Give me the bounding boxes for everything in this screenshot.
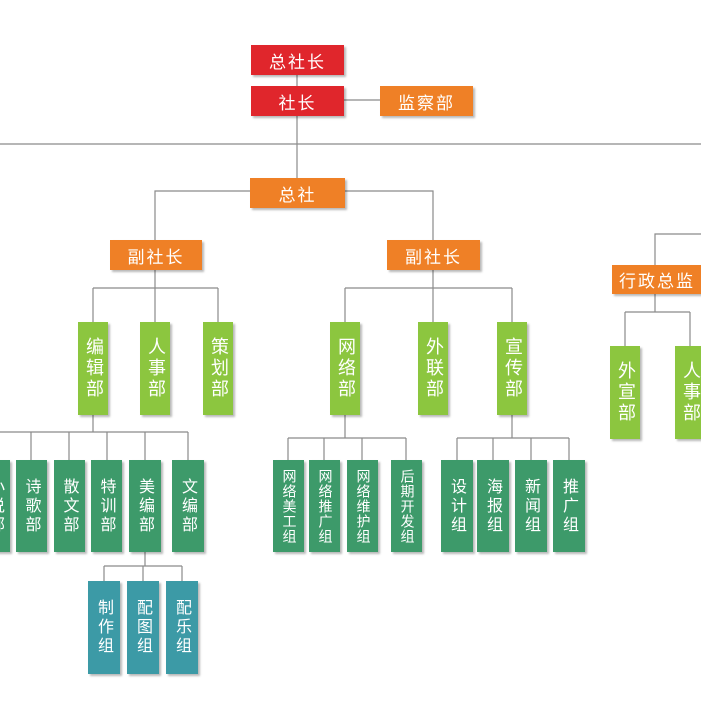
group-fiction: 小说部 bbox=[0, 460, 10, 552]
group-network-promotion: 网络推广组 bbox=[309, 460, 340, 552]
hq-box: 总社 bbox=[250, 178, 345, 208]
dept-personnel-left: 人事部 bbox=[140, 322, 170, 415]
group-text-editing: 文编部 bbox=[172, 460, 204, 552]
dept-external: 外联部 bbox=[418, 322, 448, 415]
group-news: 新闻组 bbox=[515, 460, 547, 552]
vice-president-middle-box: 副社长 bbox=[387, 240, 480, 270]
group-design: 设计组 bbox=[441, 460, 473, 552]
president-box: 总社长 bbox=[251, 45, 344, 75]
dept-external-publicity: 外宣部 bbox=[610, 346, 640, 439]
group-poster: 海报组 bbox=[477, 460, 509, 552]
group-prose: 散文部 bbox=[54, 460, 85, 552]
group-network-art: 网络美工组 bbox=[273, 460, 304, 552]
group-art-editing: 美编部 bbox=[129, 460, 161, 552]
dept-network: 网络部 bbox=[330, 322, 360, 415]
group-promotion: 推广组 bbox=[553, 460, 585, 552]
vice-president-left-box: 副社长 bbox=[110, 240, 202, 270]
dept-personnel-right: 人事部 bbox=[675, 346, 701, 439]
dept-publicity: 宣传部 bbox=[497, 322, 527, 415]
director-box: 社长 bbox=[251, 86, 344, 116]
dept-editorial: 编辑部 bbox=[78, 322, 108, 415]
admin-director-box: 行政总监 bbox=[612, 265, 701, 294]
group-training: 特训部 bbox=[91, 460, 122, 552]
group-production: 制作组 bbox=[88, 581, 120, 674]
group-illustration: 配图组 bbox=[127, 581, 159, 674]
group-post-development: 后期开发组 bbox=[391, 460, 422, 552]
group-network-maintenance: 网络维护组 bbox=[347, 460, 378, 552]
group-poetry: 诗歌部 bbox=[16, 460, 47, 552]
supervision-box: 监察部 bbox=[380, 86, 473, 116]
dept-planning: 策划部 bbox=[203, 322, 233, 415]
group-music: 配乐组 bbox=[166, 581, 198, 674]
